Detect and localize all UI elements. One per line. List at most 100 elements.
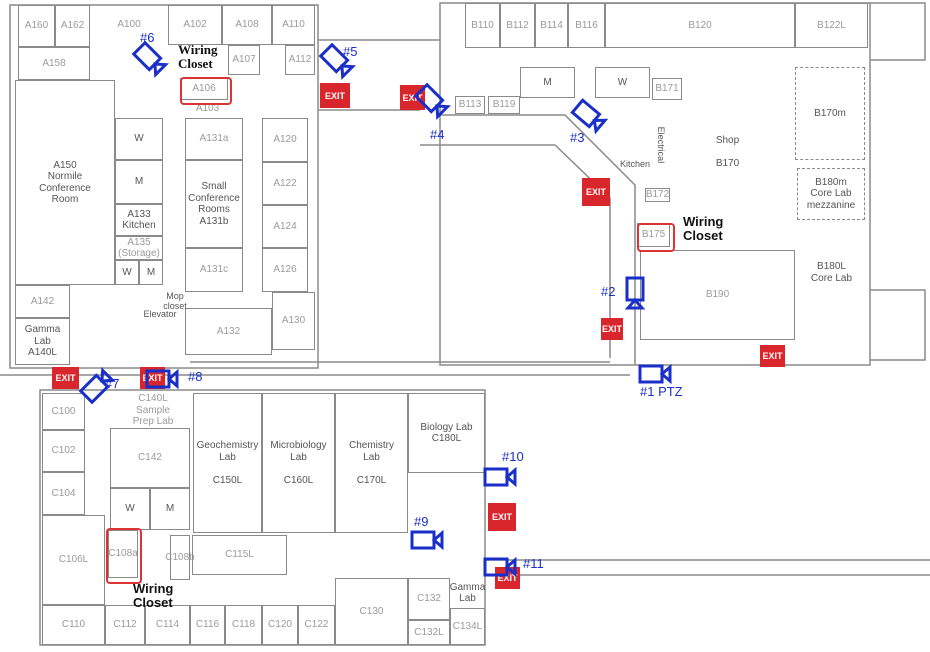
room-label: M xyxy=(150,488,190,530)
camera-label: #3 xyxy=(570,130,585,145)
room-label: A107 xyxy=(228,45,260,75)
room-label: C118 xyxy=(225,605,262,645)
room-label: A130 xyxy=(272,292,315,350)
security-camera-icon xyxy=(317,41,357,81)
room-label: A142 xyxy=(15,285,70,318)
room-label: C116 xyxy=(190,605,225,645)
room-label: A133 Kitchen xyxy=(115,204,163,236)
room-label: A150 Normile Conference Room xyxy=(15,80,115,285)
room-label: B120 xyxy=(605,3,795,48)
security-camera-icon xyxy=(410,529,444,551)
room-label: C110 xyxy=(42,605,105,645)
room-label: B180L Core Lab xyxy=(810,261,853,284)
room-label: Microbiology Lab C160L xyxy=(262,393,335,533)
security-camera-icon xyxy=(624,276,646,310)
annotation-kitchen: Kitchen xyxy=(619,159,651,169)
room-label: C115L xyxy=(192,535,287,575)
room-label: Gamma Lab A140L xyxy=(15,318,70,365)
room-label: Geochemistry Lab C150L xyxy=(193,393,262,533)
security-camera-icon xyxy=(569,97,609,136)
room-label: C104 xyxy=(42,472,85,515)
security-camera-icon xyxy=(130,39,170,79)
room-label: Small Conference Rooms A131b xyxy=(185,160,243,248)
room-label: A100 xyxy=(117,19,141,31)
room-label: C106L xyxy=(42,515,105,605)
annotation-elevator: Elevator xyxy=(143,309,177,319)
annotation-mop: Mop closet xyxy=(163,291,187,311)
room-label: B119 xyxy=(488,96,520,114)
wiring-closet-highlight xyxy=(106,528,142,584)
room-label: C114 xyxy=(145,605,190,645)
camera-label: #6 xyxy=(140,30,155,45)
room-label: C100 xyxy=(42,393,85,430)
security-camera-icon xyxy=(638,363,672,385)
room-label: A158 xyxy=(18,47,90,80)
room-label: A102 xyxy=(168,5,222,45)
room-label: M xyxy=(520,67,575,98)
room-label: A112 xyxy=(285,45,315,75)
room-label: C130 xyxy=(335,578,408,645)
wiring-closet-label: Wiring Closet xyxy=(133,581,174,611)
room-label: A131c xyxy=(185,248,243,292)
room-label: M xyxy=(139,260,163,285)
security-camera-icon xyxy=(412,81,452,121)
room-label: C122 xyxy=(298,605,335,645)
exit-sign: EXIT xyxy=(760,345,785,367)
room-label: A120 xyxy=(262,118,308,162)
security-camera-icon xyxy=(145,368,179,390)
room-label: B171 xyxy=(652,78,682,100)
room-label: B110 xyxy=(465,3,500,48)
room-label: Shop B170 xyxy=(715,135,740,170)
camera-label: #10 xyxy=(502,449,524,464)
room-label: A108 xyxy=(222,5,272,45)
camera-label: #2 xyxy=(601,284,616,299)
camera-label: #4 xyxy=(430,127,445,142)
room-label: B180m Core Lab mezzanine xyxy=(797,168,865,220)
room-label: B190 xyxy=(640,250,795,340)
room-label: A162 xyxy=(55,5,90,47)
room-label: A135 (Storage) xyxy=(115,236,163,260)
camera-label: #9 xyxy=(414,514,429,529)
room-label: B122L xyxy=(795,3,868,48)
security-camera-icon xyxy=(483,466,517,488)
room-label: A110 xyxy=(272,5,315,45)
room-label: C102 xyxy=(42,430,85,472)
room-label: C134L xyxy=(450,608,485,645)
exit-sign: EXIT xyxy=(488,503,516,531)
room-label: A160 xyxy=(18,5,55,47)
room-label: A132 xyxy=(185,308,272,355)
room-label: C112 xyxy=(105,605,145,645)
room-label: Chemistry Lab C170L xyxy=(335,393,408,533)
wiring-closet-highlight xyxy=(180,77,232,105)
security-camera-icon xyxy=(77,366,117,406)
room-label: C142 xyxy=(110,428,190,488)
room-label: W xyxy=(595,67,650,98)
room-label: A126 xyxy=(262,248,308,292)
camera-label: #5 xyxy=(343,44,358,59)
room-label: C108a xyxy=(108,530,138,578)
room-label: M xyxy=(115,160,163,204)
room-label: A131a xyxy=(185,118,243,160)
room-label: A122 xyxy=(262,162,308,205)
room-label: B172 xyxy=(645,188,670,202)
exit-sign: EXIT xyxy=(601,318,623,340)
room-label: B116 xyxy=(568,3,605,48)
camera-label: #1 PTZ xyxy=(640,384,683,399)
annotation-electrical: Electrical xyxy=(655,126,666,164)
wiring-closet-highlight xyxy=(637,223,675,252)
camera-label: #7 xyxy=(105,376,120,391)
exit-sign: EXIT xyxy=(582,178,610,206)
exit-sign: EXIT xyxy=(52,367,79,389)
wiring-closet-label: Wiring Closet xyxy=(683,214,724,244)
room-label: C108b xyxy=(165,535,195,580)
room-label: B114 xyxy=(535,3,568,48)
security-camera-icon xyxy=(483,556,517,578)
room-label: W xyxy=(115,260,139,285)
camera-label: #11 xyxy=(523,556,544,571)
room-label: C132 xyxy=(408,578,450,620)
room-label: B170m xyxy=(795,67,865,160)
room-label: Biology Lab C180L xyxy=(408,393,485,473)
room-label: W xyxy=(110,488,150,530)
